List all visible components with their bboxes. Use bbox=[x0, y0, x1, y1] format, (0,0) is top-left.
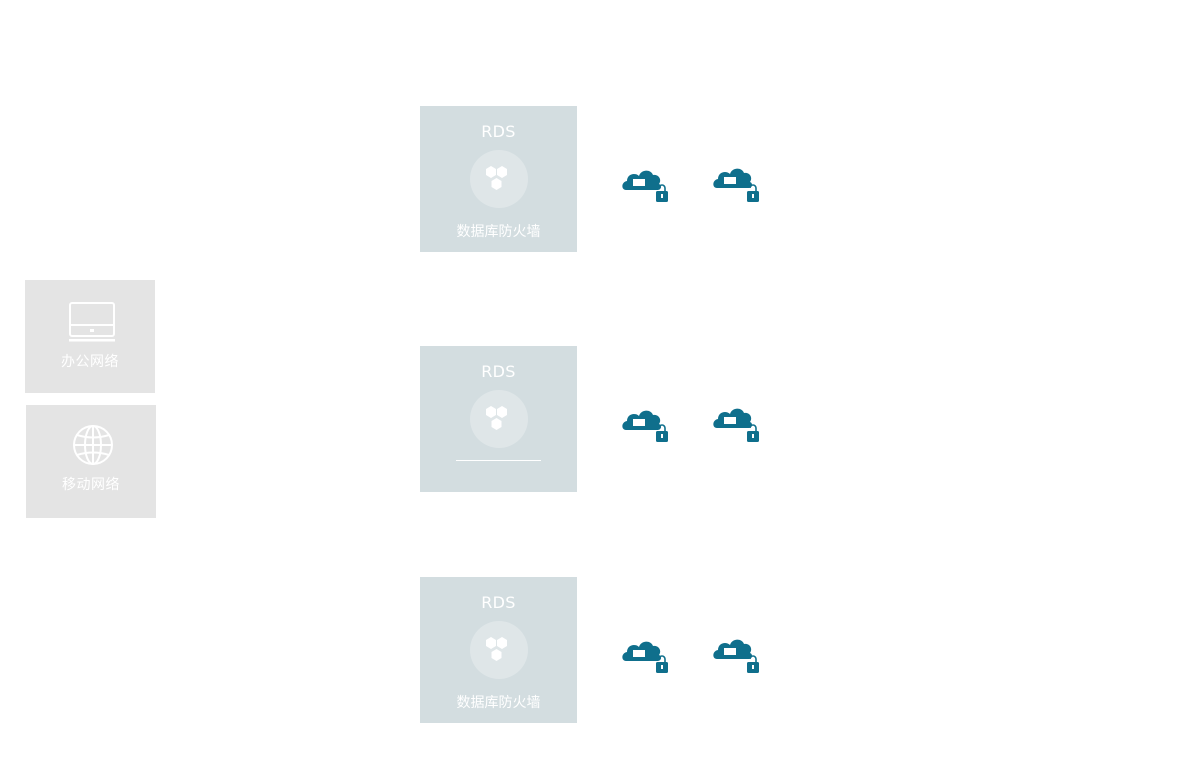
rds-icon-circle bbox=[470, 621, 528, 679]
rds-title: RDS bbox=[481, 593, 516, 612]
cloud-lock-icon[interactable] bbox=[711, 401, 761, 443]
hexagon-cluster-icon bbox=[486, 166, 507, 190]
office-network-card[interactable]: 办公网络 bbox=[25, 280, 155, 393]
rds-title: RDS bbox=[481, 362, 516, 381]
cloud-lock-icon[interactable] bbox=[711, 161, 761, 203]
rds-title: RDS bbox=[481, 122, 516, 141]
rds-card[interactable]: RDS 数据库防火墙 bbox=[420, 106, 577, 252]
rds-icon-circle bbox=[470, 390, 528, 448]
cloud-lock-icon[interactable] bbox=[711, 632, 761, 674]
office-network-label: 办公网络 bbox=[61, 354, 119, 370]
laptop-icon bbox=[69, 302, 115, 342]
mobile-network-card[interactable]: 移动网络 bbox=[26, 405, 156, 518]
cloud-lock-icon[interactable] bbox=[620, 634, 670, 676]
database-firewall-label: 数据库防火墙 bbox=[456, 224, 541, 240]
divider-line bbox=[456, 460, 541, 461]
database-firewall-label: 数据库防火墙 bbox=[456, 695, 541, 711]
rds-icon-circle bbox=[470, 150, 528, 208]
globe-icon bbox=[73, 425, 113, 465]
mobile-network-label: 移动网络 bbox=[62, 477, 120, 493]
cloud-lock-icon[interactable] bbox=[620, 163, 670, 205]
rds-card[interactable]: RDS bbox=[420, 346, 577, 492]
hexagon-cluster-icon bbox=[486, 637, 507, 661]
cloud-lock-icon[interactable] bbox=[620, 403, 670, 445]
rds-card[interactable]: RDS 数据库防火墙 bbox=[420, 577, 577, 723]
hexagon-cluster-icon bbox=[486, 406, 507, 430]
